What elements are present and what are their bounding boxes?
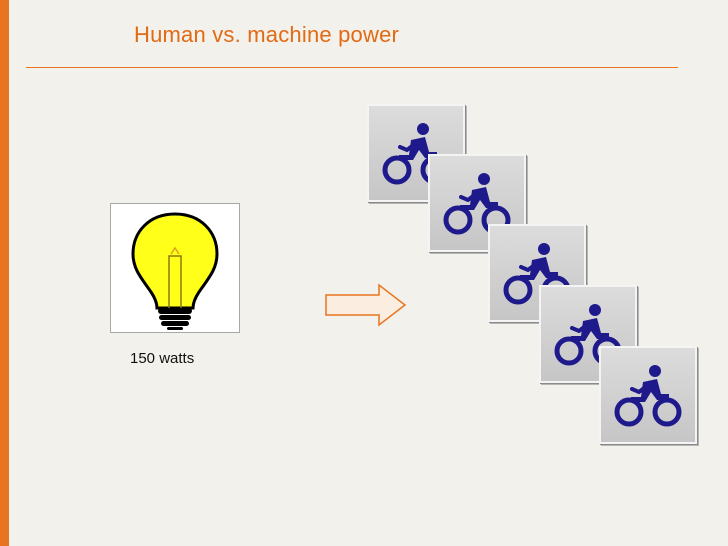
cyclist-tile-1 <box>367 104 465 202</box>
cyclist-icon <box>614 365 682 427</box>
right-arrow-icon <box>325 283 407 327</box>
bulb-card <box>110 203 240 333</box>
light-bulb-icon <box>131 212 219 330</box>
bulb-watts-label: 150 watts <box>130 350 195 367</box>
cyclist-icon <box>443 173 511 235</box>
title-divider <box>26 67 678 68</box>
slide-title: Human vs. machine power <box>134 22 400 47</box>
accent-bar <box>0 0 9 546</box>
cyclist-tile-5 <box>599 346 697 444</box>
